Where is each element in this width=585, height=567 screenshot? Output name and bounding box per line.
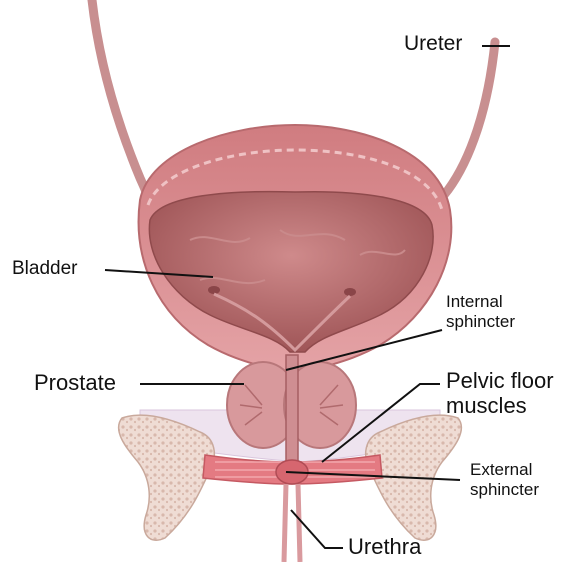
label-external-sphincter: External sphincter (470, 460, 539, 499)
label-internal-sphincter: Internal sphincter (446, 292, 515, 331)
urethra-prostatic (286, 355, 298, 470)
label-pelvic-floor-line1: Pelvic floor (446, 368, 554, 393)
label-bladder: Bladder (12, 258, 78, 280)
label-prostate: Prostate (34, 370, 116, 395)
label-internal-sphincter-line1: Internal (446, 292, 515, 312)
label-pelvic-floor: Pelvic floor muscles (446, 368, 554, 419)
left-ureteric-orifice (208, 286, 220, 294)
label-external-sphincter-line2: sphincter (470, 480, 539, 500)
label-ureter: Ureter (404, 32, 462, 56)
label-internal-sphincter-line2: sphincter (446, 312, 515, 332)
urethra-lower (284, 484, 300, 562)
right-ureteric-orifice (344, 288, 356, 296)
left-pubic-bone (119, 415, 215, 540)
label-external-sphincter-line1: External (470, 460, 539, 480)
label-pelvic-floor-line2: muscles (446, 393, 554, 418)
label-urethra: Urethra (348, 534, 421, 559)
